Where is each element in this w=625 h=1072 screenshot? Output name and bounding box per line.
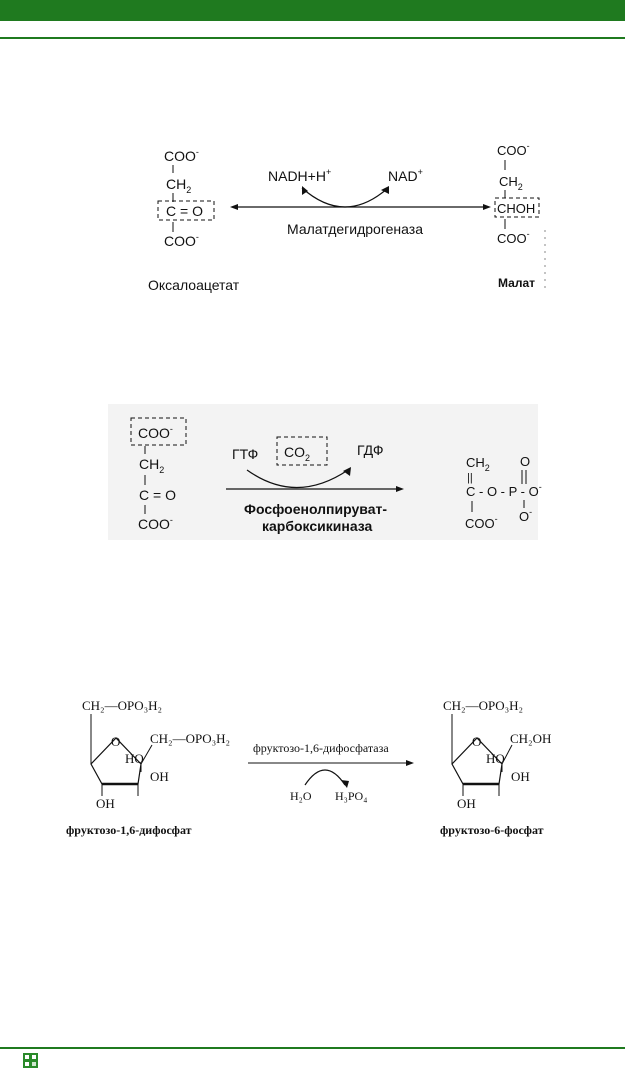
svg-text:COO-: COO- xyxy=(138,424,173,441)
svg-text:CH2: CH2 xyxy=(166,176,191,195)
svg-text:O: O xyxy=(472,734,481,749)
enzyme-pepck-line2: карбоксикиназа xyxy=(262,518,373,534)
header-divider xyxy=(0,37,625,39)
hydroxyl-group: CHOH xyxy=(497,201,535,216)
svg-text:COO-: COO- xyxy=(164,147,199,164)
phosphoenolpyruvate-structure: CH2 || C - O - P - O- O O- COO- xyxy=(465,454,542,531)
fructose-16-bisphosphate-structure: CH₂—OPO₃H₂ O CH₂—OPO₃H₂ HO OH OH xyxy=(82,698,230,811)
malate-label: Малат xyxy=(498,276,535,290)
footer-divider xyxy=(0,1047,625,1049)
carbonyl-group: C = O xyxy=(166,203,203,219)
gtp-label: ГТФ xyxy=(232,446,258,462)
svg-text:O-: O- xyxy=(519,507,532,524)
svg-text:COO-: COO- xyxy=(497,229,530,246)
svg-text:O: O xyxy=(520,454,530,469)
oxaloacetate-structure: COO- CH2 C = O COO- xyxy=(157,147,215,249)
enzyme-pepck-line1: Фосфоенолпируват- xyxy=(244,501,387,517)
svg-text:C = O: C = O xyxy=(139,487,176,503)
top-header-bar xyxy=(0,0,625,21)
svg-text:||: || xyxy=(467,472,473,484)
svg-text:CH2: CH2 xyxy=(466,455,490,473)
svg-text:O: O xyxy=(111,734,120,749)
water-label: H₂O xyxy=(290,789,312,803)
svg-text:OH: OH xyxy=(511,769,530,784)
svg-text:CH₂—OPO₃H₂: CH₂—OPO₃H₂ xyxy=(150,731,230,746)
svg-text:OH: OH xyxy=(150,769,169,784)
reversible-arrow xyxy=(230,186,491,210)
oxaloacetate-label: Оксалоацетат xyxy=(148,277,240,293)
forward-arrow-3 xyxy=(248,760,414,788)
svg-text:C - O - P - O-: C - O - P - O- xyxy=(466,482,542,499)
fructose-16-bisphosphate-label: фруктозо-1,6-дифосфат xyxy=(66,823,192,837)
forward-arrow xyxy=(226,467,404,492)
nadh-label: NADH+H+ xyxy=(268,167,331,184)
co2-label: CO2 xyxy=(284,444,310,463)
pep-carboxykinase-reaction: COO- CH2 C = O COO- ГТФ CO2 ГДФ Фосфоено… xyxy=(108,404,542,540)
svg-text:CH₂OH: CH₂OH xyxy=(510,731,551,746)
publisher-logo-icon xyxy=(23,1053,38,1068)
nad-label: NAD+ xyxy=(388,167,423,184)
svg-text:HO: HO xyxy=(125,751,144,766)
fructose-6-phosphate-label: фруктозо-6-фосфат xyxy=(440,823,544,837)
svg-text:CH2: CH2 xyxy=(499,174,523,192)
svg-text:HO: HO xyxy=(486,751,505,766)
svg-text:CH₂—OPO₃H₂: CH₂—OPO₃H₂ xyxy=(443,698,523,713)
gdp-label: ГДФ xyxy=(357,442,383,458)
phosphate-label: H₃PO₄ xyxy=(335,789,367,803)
oxaloacetate-structure-2: COO- CH2 C = O COO- xyxy=(130,417,187,532)
svg-text:CH₂—OPO₃H₂: CH₂—OPO₃H₂ xyxy=(82,698,162,713)
svg-text:COO-: COO- xyxy=(164,232,199,249)
svg-text:COO-: COO- xyxy=(138,515,173,532)
svg-text:OH: OH xyxy=(457,796,476,811)
fructose-6-phosphate-structure: CH₂—OPO₃H₂ O CH₂OH HO OH OH xyxy=(443,698,551,811)
malate-structure: COO- CH2 CHOH COO- xyxy=(494,141,540,246)
fructose-bisphosphatase-reaction: CH₂—OPO₃H₂ O CH₂—OPO₃H₂ HO OH OH фруктоз… xyxy=(66,698,551,837)
enzyme-malate-dehydrogenase: Малатдегидрогеназа xyxy=(287,221,423,237)
enzyme-fructose-bisphosphatase: фруктозо-1,6-дифосфатаза xyxy=(253,741,389,755)
svg-text:OH: OH xyxy=(96,796,115,811)
svg-text:CH2: CH2 xyxy=(139,456,164,475)
svg-text:COO-: COO- xyxy=(465,514,498,531)
svg-text:COO-: COO- xyxy=(497,141,530,158)
malate-dehydrogenase-reaction: COO- CH2 C = O COO- NADH+H+ NAD+ Малатде… xyxy=(148,141,546,293)
